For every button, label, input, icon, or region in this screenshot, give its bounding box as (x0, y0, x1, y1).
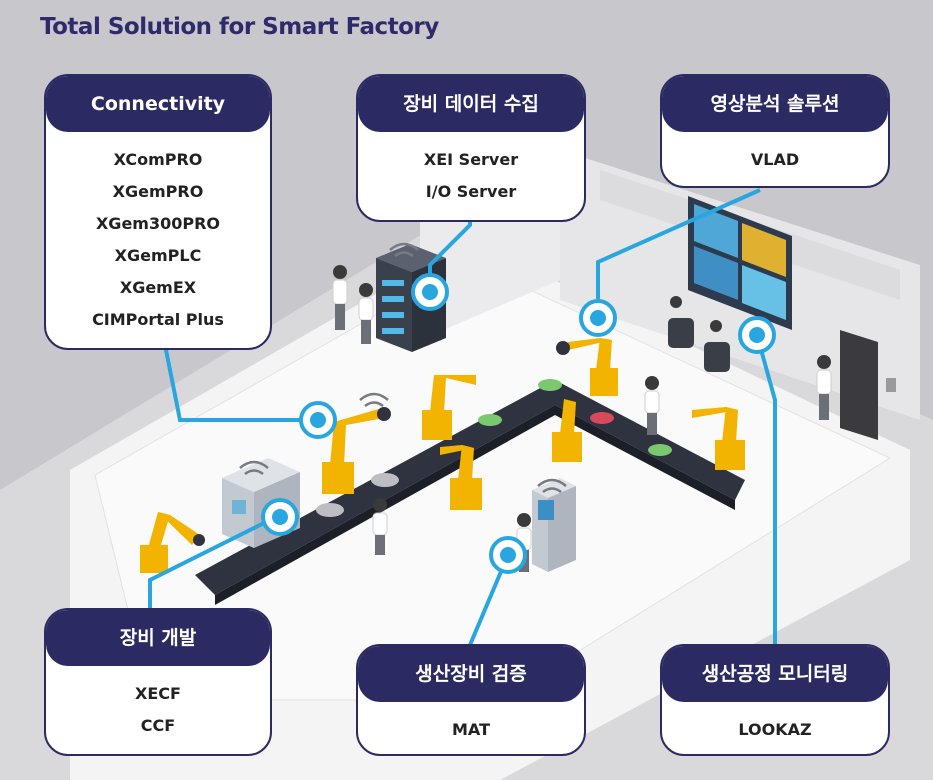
video-wall (688, 196, 792, 330)
wifi-icon (389, 242, 419, 258)
card-equipment-verification: 생산장비 검증 MAT (356, 644, 586, 756)
card-header: 장비 개발 (46, 610, 270, 666)
card-equipment-data: 장비 데이터 수집 XEI Server I/O Server (356, 74, 586, 222)
card-item: XGem300PRO (95, 214, 221, 233)
card-item: CIMPortal Plus (92, 310, 224, 329)
card-connectivity: Connectivity XComPRO XGemPRO XGem300PRO … (44, 74, 272, 350)
card-header: Connectivity (46, 76, 270, 132)
card-item: XComPRO (113, 150, 203, 169)
machines (222, 458, 576, 572)
card-item: LOOKAZ (738, 720, 812, 739)
wifi-icon (359, 392, 389, 408)
card-item: XGemEX (119, 278, 197, 297)
door (840, 330, 896, 440)
card-item: XGemPLC (114, 246, 202, 265)
robot-arms (140, 338, 745, 573)
card-item: XGemPRO (112, 182, 204, 201)
card-item: MAT (452, 720, 490, 739)
page-title: Total Solution for Smart Factory (40, 14, 439, 40)
card-header: 생산장비 검증 (358, 646, 584, 702)
card-header: 영상분석 솔루션 (662, 76, 888, 132)
card-item: VLAD (750, 150, 800, 169)
card-item: XECF (135, 684, 181, 703)
wifi-icons (239, 242, 567, 494)
card-video-analysis: 영상분석 솔루션 VLAD (660, 74, 890, 188)
card-header: 장비 데이터 수집 (358, 76, 584, 132)
card-item: XEI Server (423, 150, 519, 169)
card-item: CCF (140, 716, 176, 735)
card-equipment-dev: 장비 개발 XECF CCF (44, 608, 272, 756)
card-item: I/O Server (425, 182, 517, 201)
wifi-icon (239, 460, 269, 476)
conveyor-belt (195, 379, 745, 605)
card-header: 생산공정 모니터링 (662, 646, 888, 702)
card-process-monitoring: 생산공정 모니터링 LOOKAZ (660, 644, 890, 756)
connector-nodes (261, 273, 776, 574)
wifi-icon (537, 478, 567, 494)
